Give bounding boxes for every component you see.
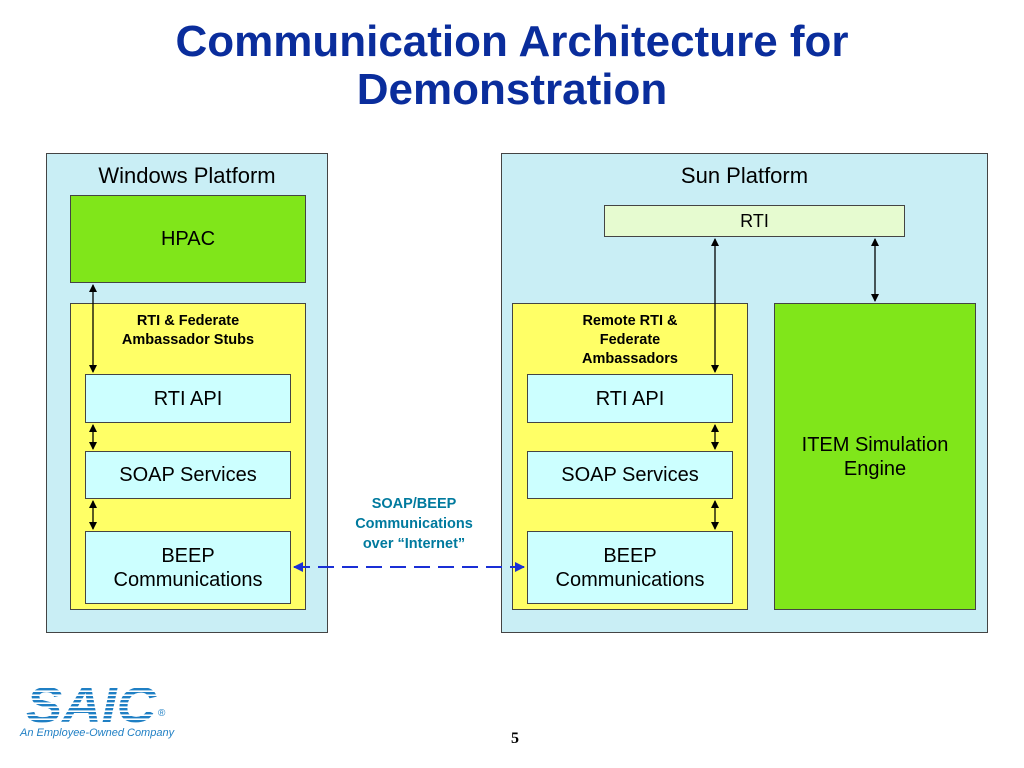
- sun-soap-services-box: SOAP Services: [527, 451, 733, 499]
- windows-beep-label: BEEP Communications: [113, 544, 263, 591]
- windows-beep-box: BEEP Communications: [85, 531, 291, 604]
- item-simulation-engine-box: ITEM Simulation Engine: [774, 303, 976, 610]
- sun-rti-api-label: RTI API: [595, 387, 665, 410]
- title-line-1: Communication Architecture for: [175, 17, 849, 66]
- item-simulation-engine-label: ITEM Simulation Engine: [801, 433, 949, 480]
- sun-soap-services-label: SOAP Services: [561, 464, 699, 486]
- title-line-2: Demonstration: [356, 65, 668, 114]
- saic-registered-mark: ®: [158, 708, 166, 719]
- internet-link-label: SOAP/BEEP Communications over “Internet”: [355, 496, 473, 552]
- page-number: 5: [511, 730, 519, 747]
- windows-platform-label: Windows Platform: [98, 163, 276, 188]
- saic-tagline: An Employee-Owned Company: [20, 727, 175, 739]
- sun-rti-label: RTI: [740, 211, 769, 231]
- sun-platform-label: Sun Platform: [680, 163, 809, 188]
- windows-rti-api-box: RTI API: [85, 374, 291, 423]
- sun-rti-api-box: RTI API: [527, 374, 733, 423]
- hpac-box: HPAC: [70, 195, 306, 283]
- windows-soap-services-label: SOAP Services: [119, 464, 257, 486]
- slide-title: Communication Architecture for Demonstra…: [0, 18, 1024, 114]
- saic-wordmark: SAIC: [26, 680, 157, 726]
- saic-logo-wordmark: SAIC: [26, 677, 157, 733]
- sun-beep-box: BEEP Communications: [527, 531, 733, 604]
- windows-soap-services-box: SOAP Services: [85, 451, 291, 499]
- sun-remote-label: Remote RTI & Federate Ambassadors: [582, 313, 678, 367]
- windows-stubs-label: RTI & Federate Ambassador Stubs: [121, 313, 255, 348]
- saic-logo: SAIC ® An Employee-Owned Company: [20, 677, 175, 744]
- sun-rti-box: RTI: [604, 205, 905, 237]
- sun-beep-label: BEEP Communications: [555, 544, 705, 591]
- windows-rti-api-label: RTI API: [153, 387, 223, 410]
- hpac-label: HPAC: [160, 228, 216, 250]
